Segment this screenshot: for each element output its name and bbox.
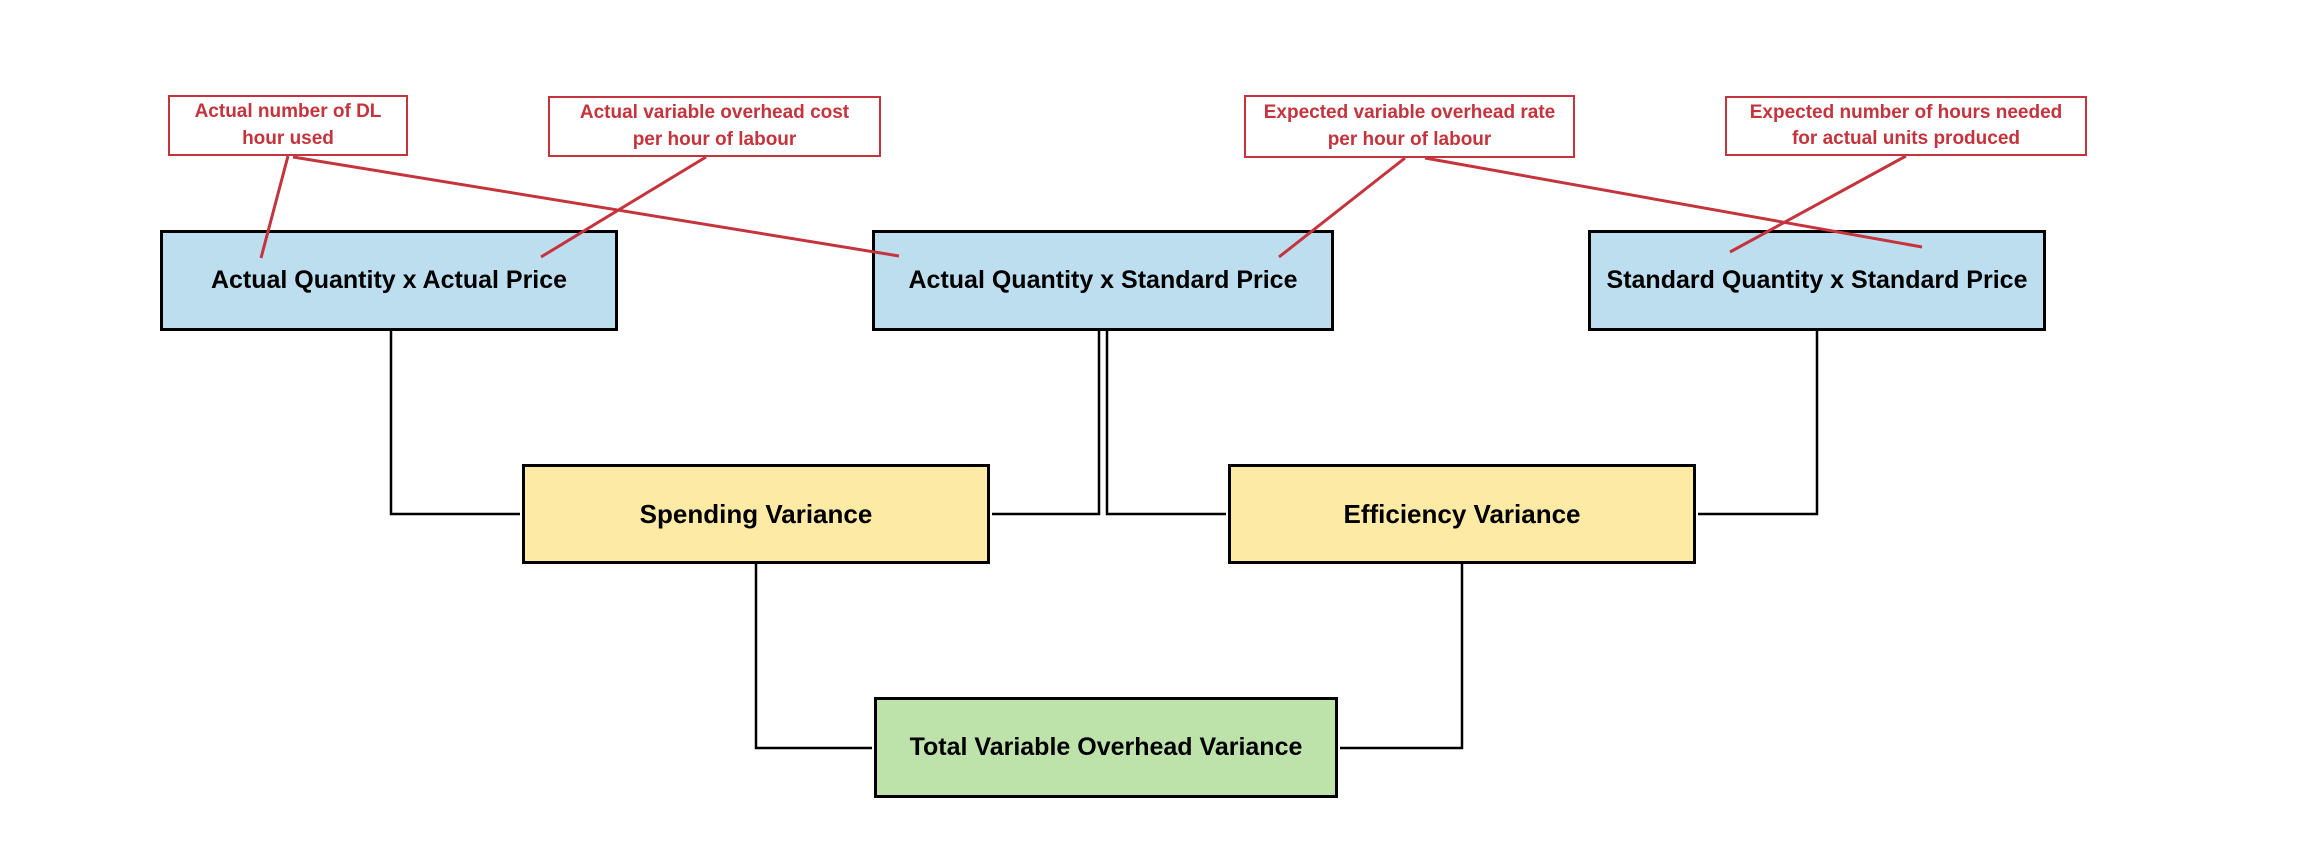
annotation-expected-hours-needed: Expected number of hours needed for actu… (1725, 96, 2087, 156)
box-actual-quantity-actual-price: Actual Quantity x Actual Price (160, 230, 618, 331)
edge-sqsp-to-efficiency-arrow (1698, 331, 1819, 516)
edge-efficiency-to-total-arrow (1340, 564, 1464, 750)
box-standard-quantity-standard-price: Standard Quantity x Standard Price (1588, 230, 2046, 331)
box-spending-variance: Spending Variance (522, 464, 990, 564)
annotation-actual-dl-hours: Actual number of DL hour used (168, 95, 408, 156)
edge-spending-to-total-arrow (754, 564, 872, 750)
box-efficiency-variance: Efficiency Variance (1228, 464, 1696, 564)
edge-aqap-to-spending-arrow (389, 331, 520, 516)
edge-aqsp-to-spending-arrow (992, 331, 1101, 516)
annotation-expected-overhead-rate: Expected variable overhead rate per hour… (1244, 95, 1575, 158)
annotation-actual-overhead-cost: Actual variable overhead cost per hour o… (548, 96, 881, 157)
box-actual-quantity-standard-price: Actual Quantity x Standard Price (872, 230, 1334, 331)
box-total-variable-overhead-variance: Total Variable Overhead Variance (874, 697, 1338, 798)
edge-aqsp-to-efficiency-arrow (1105, 331, 1226, 516)
